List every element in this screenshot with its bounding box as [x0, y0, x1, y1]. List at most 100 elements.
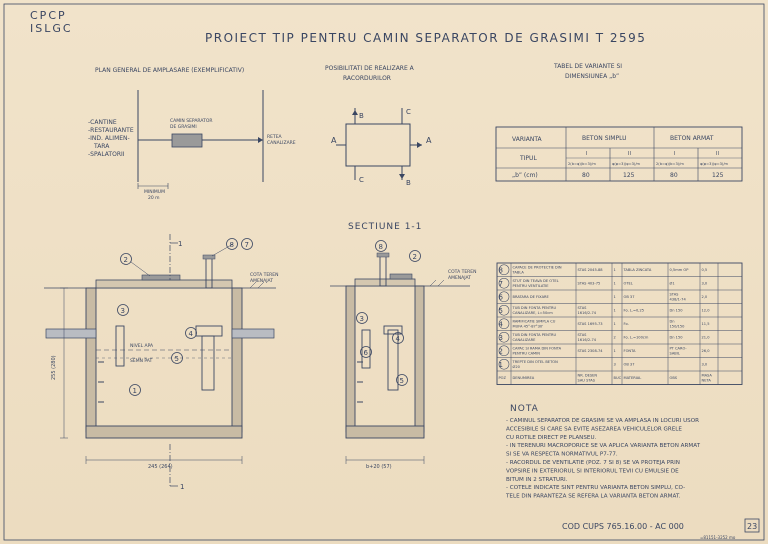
cota-2-right: AMENAJAT — [448, 275, 471, 281]
legend-cell-std: 1616/2-74 — [578, 338, 597, 342]
plan-diagram — [137, 90, 264, 189]
separator-label-1: CAMIN SEPARATOR — [170, 118, 213, 124]
legend-cell-den: TUB DIN FONTA PENTRU — [512, 306, 557, 310]
legend-cell-poz: 5 — [499, 307, 503, 315]
conn-letter-a-left: A — [331, 136, 337, 145]
legend-head-buc: BUC — [614, 376, 622, 380]
network-label-1: RETEA — [267, 134, 283, 140]
marker-3-right: 3 — [360, 315, 364, 323]
legend-cell-std: 1616/2-74 — [578, 311, 597, 315]
conn-letter-b-top: B — [359, 112, 364, 120]
variant-sub-4: φ(φ=3)(φ=3)/m — [700, 162, 729, 166]
legend-cell-mat: Fo. — [624, 322, 629, 326]
marker-8-right: 8 — [379, 243, 383, 251]
variants-title-2: DIMENSIUNEA „b” — [565, 73, 619, 80]
connections-diagram — [336, 108, 422, 180]
legend-cell-std: STAS 403-75 — [578, 282, 601, 286]
legend-head-std: SAU STAS — [578, 379, 596, 383]
conn-letter-c-bottom: C — [359, 176, 364, 184]
variant-roman-1: I — [586, 151, 587, 157]
note-line: TELE DIN PARANTEZA SE REFERA LA VARIANTA… — [505, 494, 681, 500]
footer-code: COD CUPS 765.16.00 - AC 000 — [562, 522, 684, 531]
note-line: ACCESIBILE SI CARE SA EVITE ASEZAREA VEH… — [506, 426, 682, 432]
legend-cell-std: STAS 2045-88 — [578, 268, 604, 272]
marker-8-left: 8 — [230, 241, 234, 249]
legend-cell-poz: 4 — [499, 320, 504, 328]
legend-cell-mat: Fo. L.=100cm — [624, 336, 649, 340]
legend-head-mas: NETA — [702, 379, 712, 383]
legend-cell-poz: 1 — [499, 361, 503, 369]
cut-label-bottom: 1 — [180, 483, 184, 491]
legend-cell-buc: 1 — [614, 282, 616, 286]
source-line-4: TARA — [93, 143, 110, 150]
legend-cell-mas: 26,0 — [702, 349, 711, 353]
legend-head-poz: POZ — [499, 376, 507, 380]
min-value: 20 m — [148, 195, 160, 201]
notes-body: - CAMINUL SEPARATOR DE GRASIMI SE VA AMP… — [505, 418, 701, 500]
legend-cell-den: MUFA 45°-87°30' — [513, 325, 544, 329]
cota-1-right: COTA TEREN — [448, 269, 477, 275]
legend-cell-den: CAPACE DE PROTECTIE DIN — [513, 266, 562, 270]
conn-letter-a-right: A — [426, 136, 432, 145]
legend-cell-buc: 1 — [614, 295, 616, 299]
sheet-border — [3, 3, 765, 541]
variants-h-variant: VARIANTA — [512, 136, 543, 143]
note-line: SI SE VA RESPECTA NORMATIVUL P7-77. — [506, 452, 618, 458]
legend-cell-den: PENTRU VENTILATIE — [513, 284, 550, 288]
markers-right — [356, 240, 421, 386]
legend-cell-buc: 1 — [614, 268, 616, 272]
legend-cell-den: STUT DIN TEAVA DE OTEL — [513, 279, 559, 283]
legend-cell-den: PENTRU CAMIN — [513, 352, 541, 356]
legend-cell-poz: 2 — [499, 347, 503, 355]
variant-b-1: 80 — [582, 172, 590, 179]
legend-cell-buc: 2 — [614, 336, 616, 340]
note-line: BITUM IN 2 STRATURI. — [506, 477, 568, 483]
cota-2-left: AMENAJAT — [250, 278, 273, 284]
legend-cell-std: STAS 1695-73 — [578, 322, 603, 326]
legend-cell-obs: STAS — [670, 293, 680, 297]
legend-cell-mat: Fo. L.=0,25 — [624, 309, 645, 313]
water-label-1: NIVEL APA — [130, 343, 154, 349]
markers-left — [117, 238, 253, 396]
legend-cell-den: CANALIZARE — [513, 338, 537, 342]
legend-cell-buc: 1 — [614, 322, 616, 326]
marker-6-right: 6 — [364, 349, 369, 357]
legend-cell-obs: Dn 150 — [670, 309, 684, 313]
marker-3-left: 3 — [121, 307, 125, 315]
variants-table — [495, 126, 743, 182]
legend-head-den: DENUMIREA — [513, 376, 535, 380]
legend-poz-circle — [498, 358, 510, 370]
legend-cell-mas: 2,0 — [702, 295, 708, 299]
source-line-2: -RESTAURANTE — [88, 127, 134, 134]
variant-sub-2: φ(φ=3)(φ=3)/m — [612, 162, 641, 166]
conn-letter-b-bottom: B — [406, 179, 411, 187]
legend-cell-poz: 6 — [499, 293, 504, 301]
network-label-2: CANALIZARE — [267, 140, 296, 146]
source-line-3: -IND. ALIMEN- — [88, 135, 130, 142]
marker-2-right: 2 — [413, 253, 417, 261]
legend-poz-circle — [498, 304, 510, 316]
legend-cell-mas: 11,5 — [702, 322, 710, 326]
section-title: SECTIUNE 1-1 — [348, 222, 422, 232]
org-line-1: CPCP — [30, 9, 67, 22]
plan-title: PLAN GENERAL DE AMPLASARE (EXEMPLIFICATI… — [95, 67, 244, 74]
legend-poz-circle — [498, 331, 510, 343]
dim-bottom-right: b+20 (57) — [366, 464, 392, 470]
variant-b-4: 125 — [712, 172, 724, 179]
legend-cell-buc: 1 — [614, 349, 616, 353]
notes-title: NOTA — [510, 404, 539, 414]
legend-cell-mas: 3,0 — [702, 363, 708, 367]
variant-roman-2: II — [628, 151, 631, 157]
legend-poz-circle — [498, 277, 510, 289]
variant-sub-1: 2(b=φ)(b=3)/m — [568, 162, 596, 166]
variant-sub-3: 2(b=φ)(b=3)/m — [656, 162, 684, 166]
legend-poz-circle — [498, 291, 510, 303]
note-line: - COTELE INDICATE SINT PENTRU VARIANTA B… — [506, 485, 685, 491]
note-line: - RACORDUL DE VENTILATIE (POZ. 7 SI 8) S… — [506, 460, 680, 466]
cota-1-left: COTA TEREN — [250, 272, 279, 278]
legend-cell-obs: Dn — [670, 320, 675, 324]
legend-head-std: NR. DESEN — [578, 374, 598, 378]
